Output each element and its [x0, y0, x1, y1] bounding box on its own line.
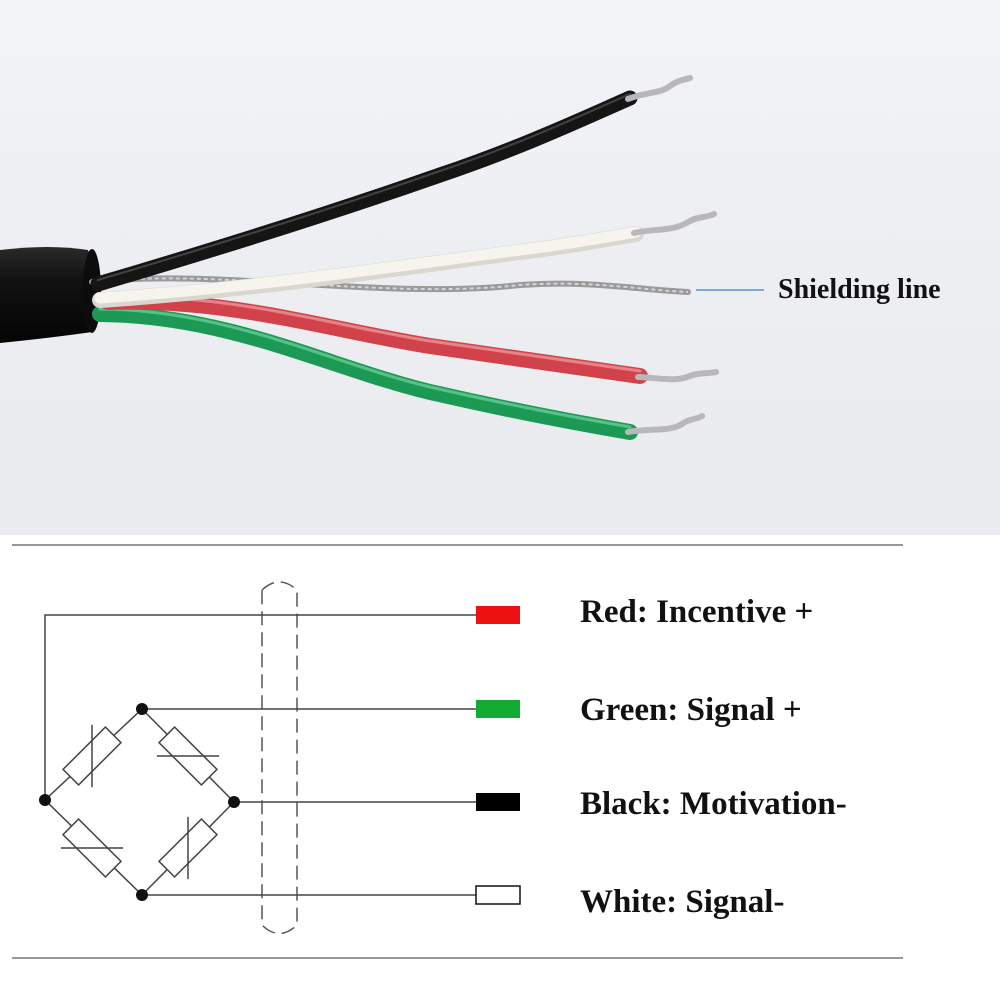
swatch-red [476, 606, 520, 624]
node-bottom [136, 889, 148, 901]
green-wire-highlight [98, 307, 632, 429]
node-top [136, 703, 148, 715]
strain-gauge-top-right [156, 725, 220, 787]
swatch-black [476, 793, 520, 811]
black-wire [90, 90, 638, 292]
shield-braid-highlight [91, 277, 689, 293]
node-left [39, 794, 51, 806]
red-wire-highlight [106, 295, 642, 373]
strain-gauge-bottom-right [157, 816, 219, 880]
cable-photo [0, 0, 1000, 535]
green-wire [92, 306, 638, 440]
red-wire-trace [44, 614, 476, 800]
legend-black-label: Black: Motivation- [580, 786, 847, 822]
white-wire-tip [631, 211, 717, 236]
wiring-schematic [12, 544, 903, 959]
legend-white-label: White: Signal- [580, 884, 785, 920]
cable-shield-symbol [261, 581, 298, 935]
bridge-nodes [39, 703, 240, 901]
legend-red-label: Red: Incentive + [580, 594, 814, 630]
bridge-diamond [43, 707, 236, 897]
black-wire-tip [625, 75, 693, 102]
red-wire-tip [635, 369, 719, 383]
cable-jacket [0, 247, 97, 343]
swatch-green [476, 700, 520, 718]
red-wire [100, 293, 648, 384]
strain-gauge-top-left [61, 724, 123, 788]
legend-green-label: Green: Signal + [580, 692, 802, 728]
shielding-line-label: Shielding line [778, 274, 941, 305]
white-wire-body [94, 226, 642, 304]
swatch-white [475, 885, 521, 905]
node-right [228, 796, 240, 808]
green-wire-tip [625, 413, 705, 435]
strain-gauge-bottom-left [60, 817, 124, 879]
black-wire-highlight [97, 93, 631, 281]
